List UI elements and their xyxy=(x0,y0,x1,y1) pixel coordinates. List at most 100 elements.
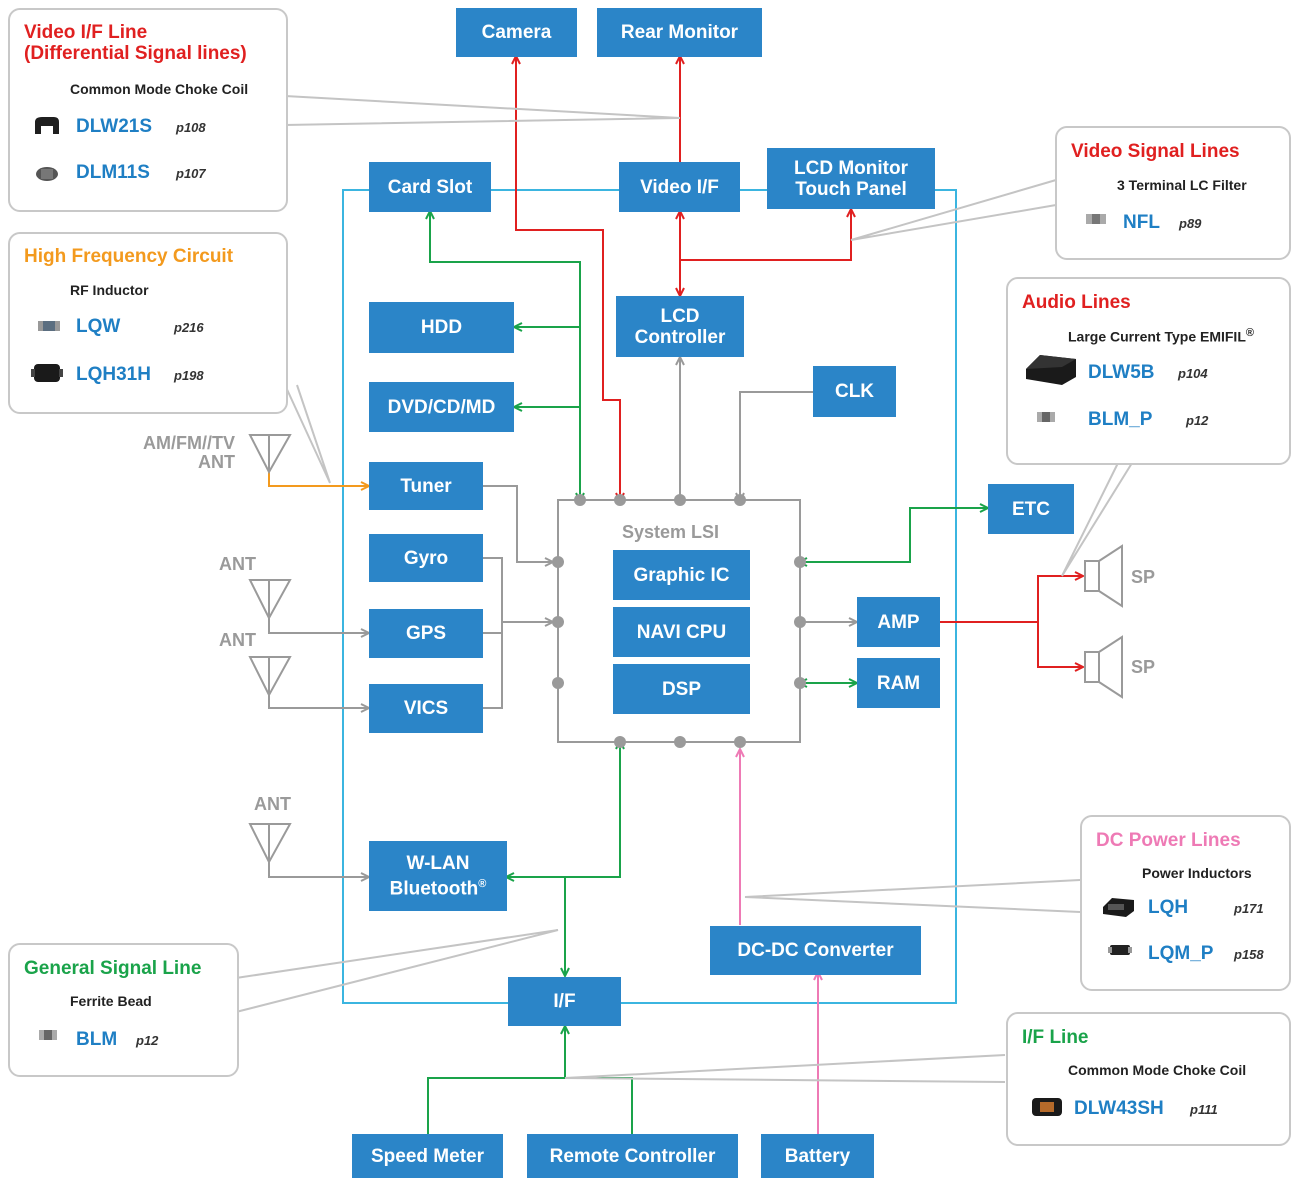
part-page: p89 xyxy=(1179,216,1202,231)
chip-icon xyxy=(1037,412,1055,422)
wire-ant-vics xyxy=(268,675,368,708)
chip-icon xyxy=(31,364,63,382)
registered-mark: ® xyxy=(478,877,487,890)
chip-icon xyxy=(35,117,59,134)
part-name: NFL xyxy=(1123,212,1160,233)
block-speed-meter: Speed Meter xyxy=(352,1134,503,1178)
block-dcdc: DC-DC Converter xyxy=(710,926,921,975)
callout-title: I/F Line xyxy=(1022,1027,1089,1048)
block-hdd: HDD xyxy=(369,302,514,353)
callout-subtitle: Power Inductors xyxy=(1142,865,1252,881)
antenna-icon xyxy=(248,579,292,621)
block-if: I/F xyxy=(508,977,621,1026)
block-battery: Battery xyxy=(761,1134,874,1178)
callout-subtitle: Common Mode Choke Coil xyxy=(1068,1062,1247,1078)
part-page: p104 xyxy=(1178,366,1208,381)
chip-icon xyxy=(1108,945,1132,955)
part-name: LQM_P xyxy=(1148,943,1214,964)
antenna-icon xyxy=(248,823,292,865)
part-name: DLW21S xyxy=(76,116,153,137)
chip-icon xyxy=(39,1030,57,1040)
leader-video-signal xyxy=(850,179,1057,241)
wire-cardslot xyxy=(430,212,580,500)
callout-if-line: I/F Line Common Mode Choke Coil DLW43SH … xyxy=(1006,1012,1291,1146)
wire-tuner-ant xyxy=(268,462,368,486)
wire-amp-sp2 xyxy=(1037,622,1082,667)
wire-amp-sp xyxy=(940,576,1082,623)
chip-icon xyxy=(1086,214,1106,224)
wlan-label: W-LAN Bluetooth xyxy=(389,852,479,900)
callout-title: Audio Lines xyxy=(1022,292,1131,313)
callout-dc-power: DC Power Lines Power Inductors LQH p171 … xyxy=(1080,815,1291,991)
block-ram: RAM xyxy=(857,658,940,708)
block-vics: VICS xyxy=(369,684,483,733)
antenna-label-2: ANT xyxy=(219,630,256,650)
block-rear-monitor: Rear Monitor xyxy=(597,8,762,57)
callout-video-signal: Video Signal Lines 3 Terminal LC Filter … xyxy=(1055,126,1291,260)
block-card-slot: Card Slot xyxy=(369,162,491,212)
part-name: LQH xyxy=(1148,897,1189,918)
speaker-icon xyxy=(1084,544,1123,608)
part-name: DLW5B xyxy=(1088,362,1155,383)
antenna-label-am-fm: AM/FM//TV ANT xyxy=(143,433,235,472)
speaker-label-2: SP xyxy=(1131,657,1156,677)
subtitle-text: Large Current Type EMIFIL xyxy=(1068,328,1246,345)
wire-ant-gps xyxy=(268,600,368,633)
registered-mark: ® xyxy=(1245,327,1254,339)
part-name: DLM11S xyxy=(76,162,150,183)
block-lcd-controller: LCD Controller xyxy=(616,296,744,357)
wire-speed-remote xyxy=(427,1077,633,1134)
antenna-icon xyxy=(248,434,292,475)
block-dsp: DSP xyxy=(613,664,750,714)
chip-icon xyxy=(1032,1098,1062,1116)
part-name: BLM_P xyxy=(1088,409,1153,430)
chip-icon xyxy=(36,167,58,181)
callout-general-signal: General Signal Line Ferrite Bead BLM p12 xyxy=(8,943,239,1077)
callout-title: Video I/F Line (Differential Signal line… xyxy=(24,22,247,64)
callout-title: High Frequency Circuit xyxy=(24,246,234,267)
part-page: p171 xyxy=(1234,901,1264,916)
antenna-label-1: ANT xyxy=(219,554,256,574)
block-remote-controller: Remote Controller xyxy=(527,1134,738,1178)
callout-title: Video Signal Lines xyxy=(1071,141,1240,162)
part-name: BLM xyxy=(76,1029,118,1050)
wire-tuner xyxy=(483,485,552,562)
callout-title: General Signal Line xyxy=(24,958,202,979)
part-page: p12 xyxy=(136,1033,159,1048)
leader-general xyxy=(235,929,559,1013)
leader-high-freq xyxy=(284,384,331,484)
block-gyro: Gyro xyxy=(369,534,483,582)
wire-gyro-gps-vics xyxy=(483,557,552,709)
callout-subtitle: Large Current Type EMIFIL® xyxy=(1068,327,1254,345)
part-page: p108 xyxy=(176,120,206,135)
callout-subtitle: Common Mode Choke Coil xyxy=(70,81,249,97)
block-gps: GPS xyxy=(369,609,483,658)
part-page: p216 xyxy=(174,320,204,335)
antenna-icon xyxy=(248,656,292,698)
part-page: p111 xyxy=(1190,1102,1218,1117)
part-page: p107 xyxy=(176,166,206,181)
callout-title: DC Power Lines xyxy=(1096,830,1241,851)
system-lsi-label: System LSI xyxy=(622,522,720,542)
part-name: DLW43SH xyxy=(1074,1098,1164,1119)
block-navi-cpu: NAVI CPU xyxy=(613,607,750,657)
block-camera: Camera xyxy=(456,8,577,57)
block-tuner: Tuner xyxy=(369,462,483,510)
callout-audio: Audio Lines Large Current Type EMIFIL® D… xyxy=(1006,277,1291,465)
block-etc: ETC xyxy=(988,484,1074,534)
part-page: p198 xyxy=(174,368,204,383)
lsi-pins xyxy=(552,494,806,748)
callout-high-frequency: High Frequency Circuit RF Inductor LQW p… xyxy=(8,232,288,414)
chip-icon xyxy=(38,321,60,331)
block-dvd: DVD/CD/MD xyxy=(369,382,514,432)
wire-clk xyxy=(740,391,813,500)
leader-if xyxy=(564,1054,1006,1083)
chip-icon xyxy=(1103,898,1134,917)
speaker-icon xyxy=(1084,635,1123,699)
block-video-if: Video I/F xyxy=(619,162,740,212)
part-name: LQH31H xyxy=(76,364,151,385)
speaker-label-1: SP xyxy=(1131,567,1156,587)
wire-wlan xyxy=(507,742,620,877)
part-name: LQW xyxy=(76,316,121,337)
wire-lcd-monitor xyxy=(680,210,851,261)
